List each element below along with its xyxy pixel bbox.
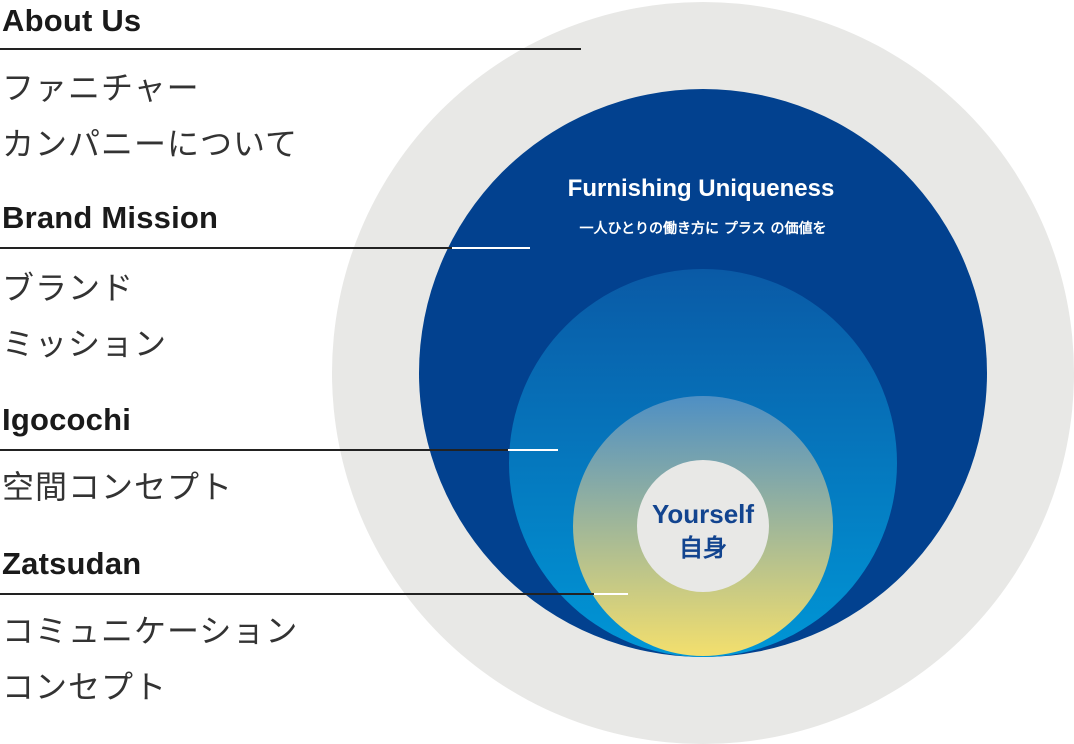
igocochi-heading: Igocochi [2, 402, 132, 437]
yourself-circle [637, 460, 769, 592]
zatsudan-subtitle-line: コンセプト [2, 668, 168, 706]
brand-mission-subtitle: ブランド ミッション [2, 260, 167, 372]
about-us-heading: About Us [2, 3, 142, 38]
zatsudan-subtitle-line: コミュニケーション [2, 612, 299, 650]
core-circle-title: Yourself [652, 499, 754, 529]
brand-circle-title: Furnishing Uniqueness [568, 175, 835, 202]
about-us-subtitle: ファニチャー カンパニーについて [2, 60, 298, 172]
brand-mission-heading: Brand Mission [2, 200, 219, 235]
core-circle-subtitle: 自身 [679, 534, 727, 562]
brand-mission-subtitle-line: ブランド [2, 269, 135, 307]
brand-circle-subtitle: 一人ひとりの働き方に プラス の価値を [579, 220, 826, 237]
about-us-subtitle-line: ファニチャー [2, 69, 200, 107]
about-us-subtitle-line: カンパニーについて [2, 125, 299, 163]
zatsudan-subtitle: コミュニケーション コンセプト [2, 603, 298, 715]
igocochi-subtitle-line: 空間コンセプト [2, 468, 234, 506]
brand-mission-subtitle-line: ミッション [2, 325, 168, 363]
igocochi-subtitle: 空間コンセプト [2, 459, 233, 515]
zatsudan-heading: Zatsudan [2, 546, 142, 581]
